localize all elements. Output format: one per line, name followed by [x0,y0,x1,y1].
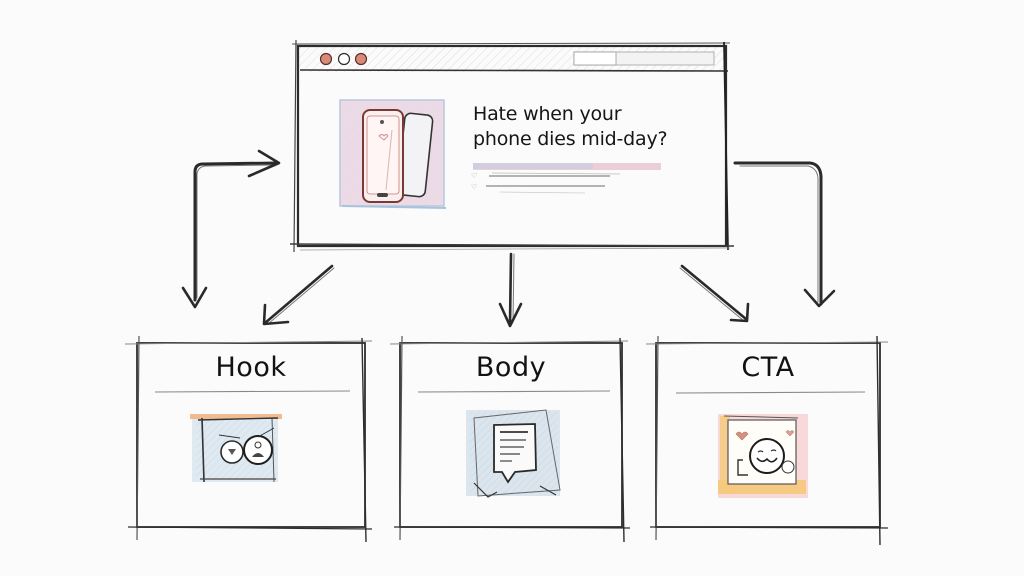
panel-frame-cta [645,335,889,546]
svg-text:♡: ♡ [471,172,477,180]
headline-decoration: ♡ ♡ [471,163,661,194]
arrow-browser-to-body [498,252,523,328]
arrow-right-loop [733,161,836,308]
document-speech-bubble-icon [466,409,561,498]
window-close-dot[interactable] [319,52,333,66]
browser-window [289,39,735,253]
arrow-browser-to-cta [679,264,750,323]
arrow-left-loop [181,149,281,309]
window-maximize-dot[interactable] [354,52,368,66]
panel-frame-hook [124,335,373,543]
panel-title-hook: Hook [215,352,287,383]
smiling-face-hearts-icon [718,414,808,498]
window-minimize-dot[interactable] [337,52,351,66]
browser-headline: Hate when your phone dies mid-day? [473,102,713,152]
svg-text:♡: ♡ [471,183,477,191]
panel-frame-body [389,335,631,543]
face-eye-icon [190,414,282,483]
panel-title-body: Body [475,352,547,383]
arrow-browser-to-hook [262,264,335,326]
phones-illustration-icon [339,99,447,209]
headline-line-2: phone dies mid-day? [473,128,668,150]
panel-title-cta: CTA [741,352,795,383]
headline-line-1: Hate when your [473,103,622,125]
